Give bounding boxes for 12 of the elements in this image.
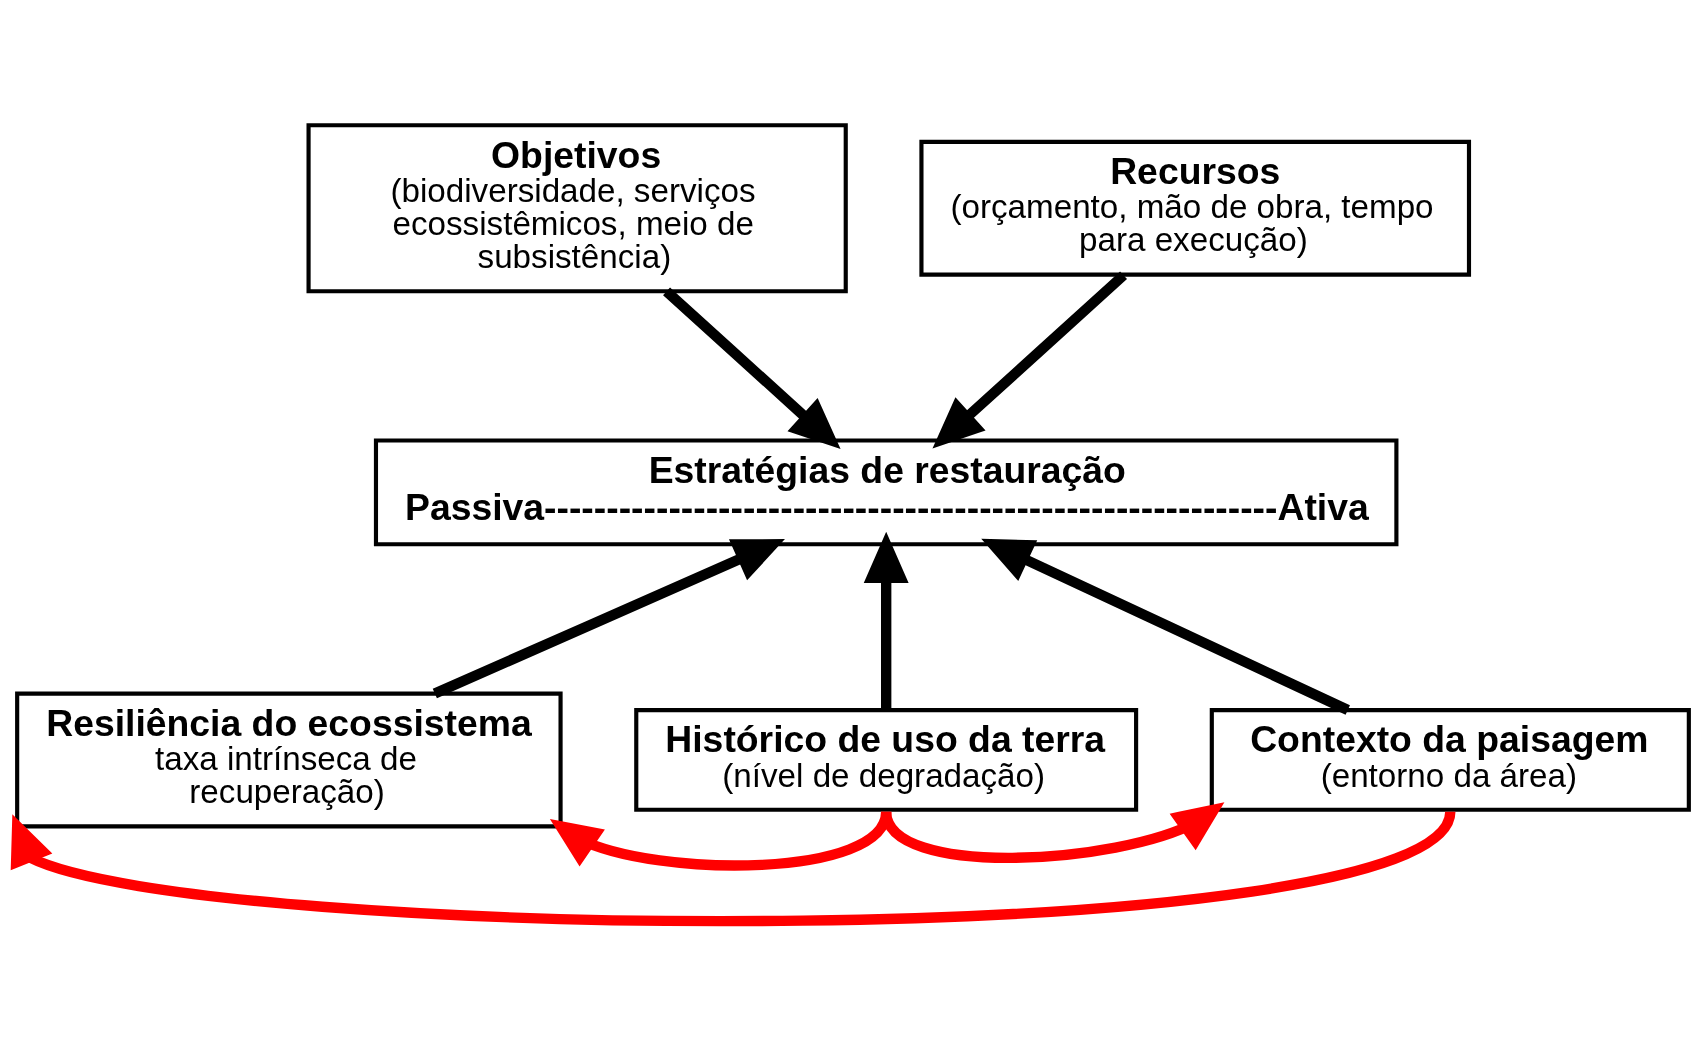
arrow	[432, 539, 785, 699]
node-box: Recursos (orçamento, mão de obra, tempo para execução)	[919, 139, 1472, 277]
arrow	[663, 287, 841, 449]
arrow	[881, 802, 1225, 864]
arrow	[863, 531, 909, 710]
node-box: Contexto da paisagem (entorno da área)	[1209, 708, 1691, 812]
arrow	[981, 538, 1350, 715]
arrow	[932, 271, 1127, 449]
node-box: Estratégias de restauração Passiva-----------------------------------------------------------Ativa	[373, 438, 1399, 547]
node-box: Objetivos (biodiversidade, serviços ecossistêmicos, meio de subsistência)	[306, 123, 848, 294]
node-box: Resiliência do ecossistema taxa intrínseca de recuperação)	[15, 691, 563, 829]
node-box: Histórico de uso da terra (nível de degradação)	[634, 708, 1139, 812]
